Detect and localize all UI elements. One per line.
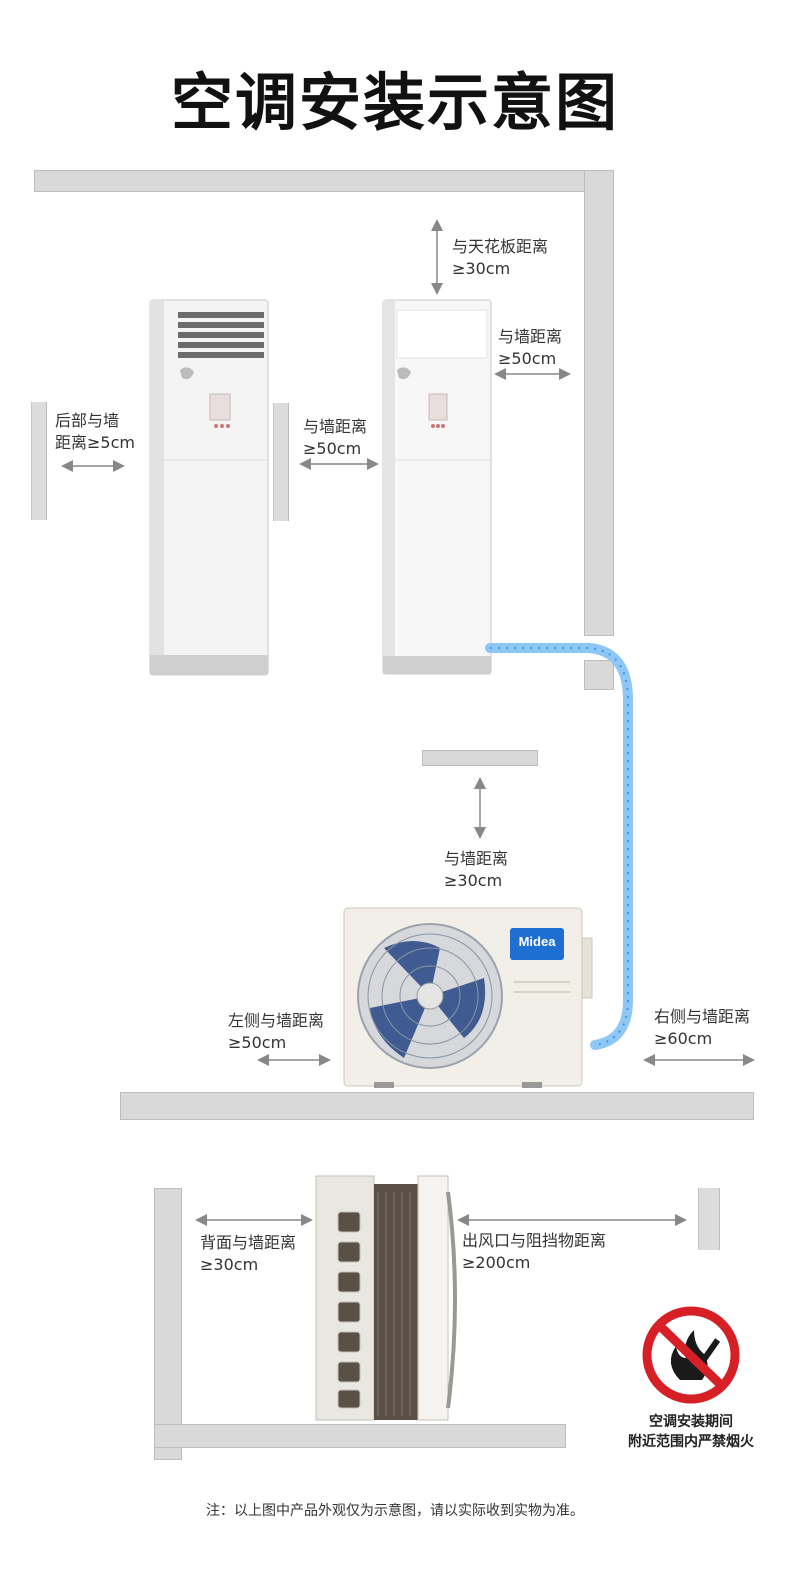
- outdoor-unit-front: [343, 907, 593, 1088]
- disclaimer-note: 注：以上图中产品外观仅为示意图，请以实际收到实物为准。: [206, 1503, 584, 1519]
- no-fire-icon: [642, 1306, 740, 1404]
- outdoor-top-distance-label: 与墙距离 ≥30cm: [444, 849, 509, 890]
- ground-slab: [120, 1092, 754, 1120]
- side-wall-distance-label: 与墙距离 ≥50cm: [303, 417, 368, 458]
- side-wall-middle: [273, 403, 289, 521]
- outdoor-back-distance-label: 背面与墙距离 ≥30cm: [200, 1233, 297, 1274]
- outdoor-unit-side: [315, 1175, 457, 1421]
- right-wall-upper: [584, 170, 614, 636]
- outdoor-front-distance-label: 出风口与阻挡物距离 ≥200cm: [462, 1231, 607, 1272]
- fire-warning-text: 空调安装期间 附近范围内严禁烟火: [628, 1414, 754, 1450]
- indoor-unit-right: [382, 299, 492, 675]
- right-wall-lower: [584, 660, 614, 690]
- page-title: 空调安装示意图: [170, 66, 619, 139]
- back-wall-distance-label: 后部与墙 距离≥5cm: [55, 411, 135, 452]
- brand-logo: Midea: [518, 934, 556, 949]
- back-wall-left: [31, 402, 47, 520]
- outdoor-left-distance-label: 左侧与墙距离 ≥50cm: [228, 1011, 325, 1052]
- outdoor-top-wall: [422, 750, 538, 766]
- front-obstacle: [698, 1188, 720, 1250]
- floor-wall-bottom: [154, 1424, 566, 1448]
- rear-wall-vertical: [154, 1188, 182, 1460]
- indoor-unit-left: [149, 299, 269, 676]
- right-wall-distance-label: 与墙距离 ≥50cm: [498, 327, 563, 368]
- ceiling-distance-label: 与天花板距离 ≥30cm: [452, 237, 549, 278]
- outdoor-right-distance-label: 右侧与墙距离 ≥60cm: [654, 1007, 751, 1048]
